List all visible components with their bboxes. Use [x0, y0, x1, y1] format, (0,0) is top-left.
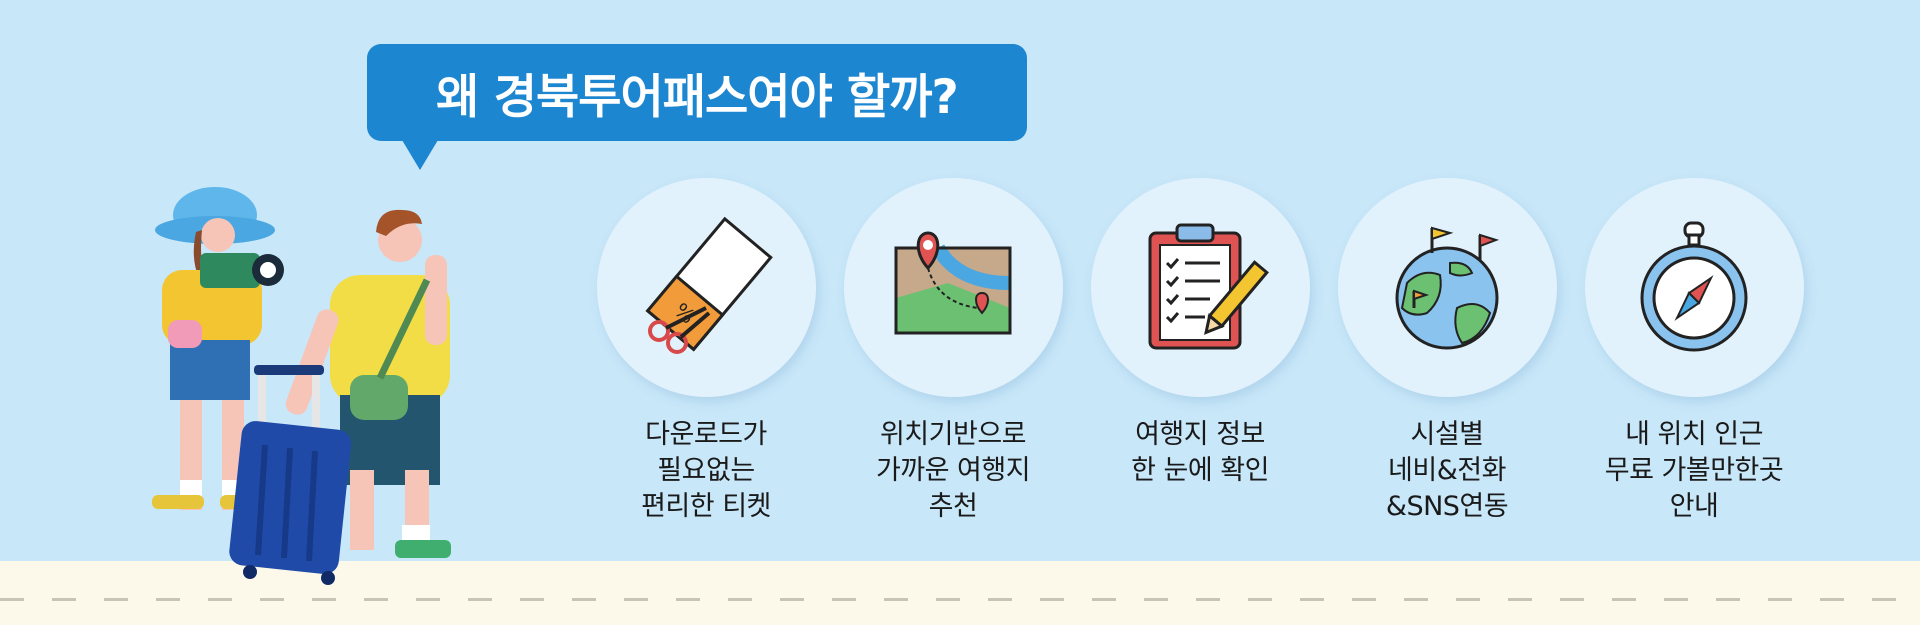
feature-label: 위치기반으로 가까운 여행지 추천 — [875, 419, 1031, 522]
bubble-tail — [402, 140, 438, 170]
headline-title: 왜 경북투어패스여야 할까? — [436, 70, 959, 125]
globe-flags-icon — [1395, 226, 1500, 349]
feature-label: 시설별 네비&전화 &SNS연동 — [1385, 419, 1509, 522]
feature-icon-circle: % — [596, 178, 816, 397]
compass-icon — [1640, 221, 1748, 351]
map-pin-icon — [894, 230, 1012, 334]
feature-navigation: 시설별 네비&전화 &SNS연동 — [1332, 178, 1562, 525]
ticket-scissors-icon: % — [645, 216, 773, 354]
feature-icon-circle — [1090, 178, 1310, 397]
feature-icon-circle — [1337, 178, 1557, 397]
feature-label: 다운로드가 필요없는 편리한 티켓 — [641, 419, 771, 522]
feature-icon-circle — [843, 178, 1063, 397]
headline-bubble: 왜 경북투어패스여야 할까? — [367, 44, 1027, 141]
road-dash-line — [0, 598, 1920, 601]
feature-nearby: 내 위치 인근 무료 가볼만한곳 안내 — [1579, 178, 1809, 525]
feature-info: 여행지 정보 한 눈에 확인 — [1085, 178, 1315, 489]
travelers-illustration — [152, 187, 451, 585]
feature-icon-circle — [1584, 178, 1804, 397]
feature-label: 여행지 정보 한 눈에 확인 — [1131, 419, 1269, 486]
feature-ticket: % 다운로드가 필요없는 편리한 티켓 — [591, 178, 821, 525]
feature-location: 위치기반으로 가까운 여행지 추천 — [838, 178, 1068, 525]
feature-label: 내 위치 인근 무료 가볼만한곳 안내 — [1604, 419, 1784, 522]
clipboard-checklist-icon — [1148, 223, 1269, 349]
